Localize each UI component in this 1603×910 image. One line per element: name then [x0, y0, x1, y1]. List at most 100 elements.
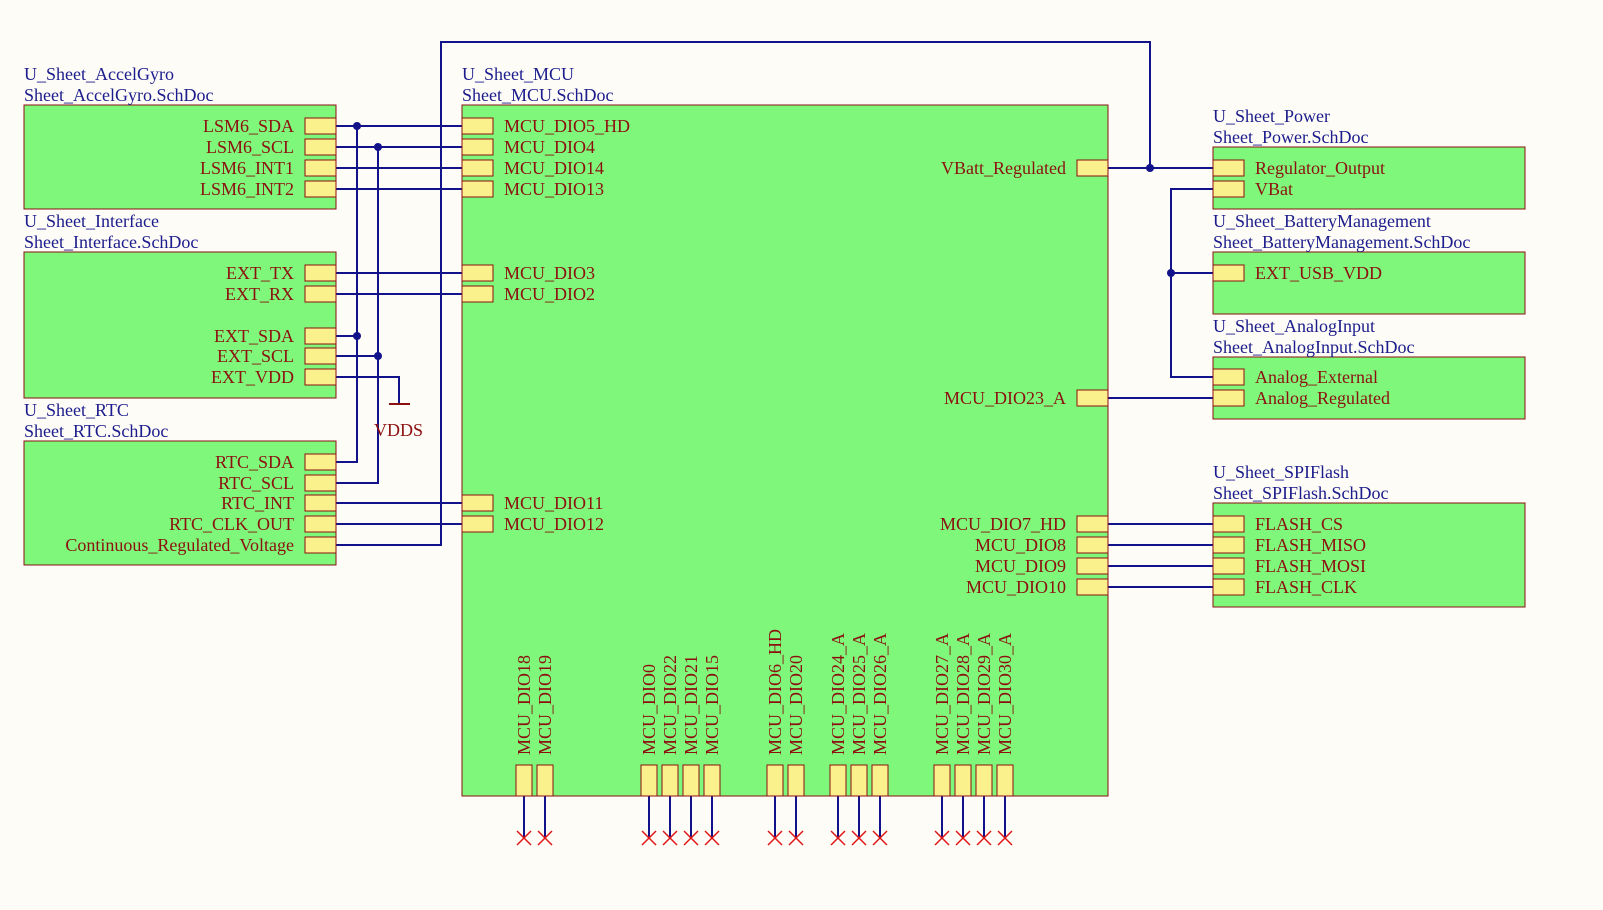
sheet-entry-mcu-dio22[interactable]: MCU_DIO22: [660, 655, 680, 797]
sheet-entry-mcu-dio13[interactable]: MCU_DIO13: [461, 179, 604, 199]
sheet-entry-mcu-dio26-a[interactable]: MCU_DIO26_A: [870, 633, 890, 797]
interface-filename: Sheet_Interface.SchDoc: [24, 232, 198, 252]
junction-vbatt: [1146, 164, 1154, 172]
sheet-entry-mcu-dio21[interactable]: MCU_DIO21: [681, 655, 701, 797]
sheet-entry-label: EXT_USB_VDD: [1255, 263, 1382, 283]
sheet-entry-box: [1212, 389, 1245, 407]
sheet-rtc-body[interactable]: [23, 440, 337, 566]
wire-vbat-net[interactable]: [1170, 188, 1213, 378]
sheet-entry-box: [1212, 264, 1245, 282]
sheet-entry-mcu-dio6-hd[interactable]: MCU_DIO6_HD: [765, 629, 785, 797]
sheet-entry-mcu-dio25-a[interactable]: MCU_DIO25_A: [849, 633, 869, 797]
sheet-entry-box: [1076, 557, 1109, 575]
sheet-entry-box: [703, 764, 721, 797]
wire-i2c-sda-bus[interactable]: [336, 126, 358, 463]
sheet-entry-mcu-dio8[interactable]: MCU_DIO8: [975, 535, 1109, 555]
sheet-entry-box: [304, 474, 337, 492]
sheet-entry-mcu-dio12[interactable]: MCU_DIO12: [461, 514, 604, 534]
sheet-entry-lsm6-int1[interactable]: LSM6_INT1: [200, 158, 337, 178]
sheet-entry-mcu-dio2[interactable]: MCU_DIO2: [461, 284, 595, 304]
power-filename: Sheet_Power.SchDoc: [1213, 127, 1368, 147]
sheet-entry-lsm6-int2[interactable]: LSM6_INT2: [200, 179, 337, 199]
sheet-entry-ext-tx[interactable]: EXT_TX: [226, 263, 337, 283]
sheet-entry-vbat[interactable]: VBat: [1212, 179, 1293, 199]
sheet-entry-label: MCU_DIO13: [504, 179, 604, 199]
sheet-spiflash-body[interactable]: [1212, 502, 1526, 608]
sheet-entry-label: MCU_DIO21: [681, 655, 701, 755]
sheet-entry-label: MCU_DIO0: [639, 664, 659, 755]
sheet-entry-mcu-dio18[interactable]: MCU_DIO18: [514, 655, 534, 797]
wire-i2c-scl-bus[interactable]: [336, 147, 379, 484]
sheet-entry-label: MCU_DIO12: [504, 514, 604, 534]
sheet-entry-box: [933, 764, 951, 797]
sheet-entry-ext-usb-vdd[interactable]: EXT_USB_VDD: [1212, 263, 1382, 283]
vdds-power-port[interactable]: VDDS: [374, 403, 423, 440]
sheet-entry-box: [640, 764, 658, 797]
sheet-entry-rtc-sda[interactable]: RTC_SDA: [215, 452, 337, 472]
sheet-entry-box: [1212, 159, 1245, 177]
sheet-entry-analog-regulated[interactable]: Analog_Regulated: [1212, 388, 1390, 408]
sheet-entry-box: [304, 453, 337, 471]
sheet-entry-mcu-dio7-hd[interactable]: MCU_DIO7_HD: [940, 514, 1109, 534]
sheet-entry-mcu-dio11[interactable]: MCU_DIO11: [461, 493, 603, 513]
sheet-entry-mcu-dio15[interactable]: MCU_DIO15: [702, 655, 722, 797]
wires: [336, 41, 1213, 846]
sheet-entry-mcu-dio14[interactable]: MCU_DIO14: [461, 158, 604, 178]
sheet-entry-lsm6-scl[interactable]: LSM6_SCL: [206, 137, 337, 157]
sheet-entry-flash-clk[interactable]: FLASH_CLK: [1212, 577, 1357, 597]
battery-designator: U_Sheet_BatteryManagement: [1213, 211, 1431, 231]
sheet-entry-rtc-scl[interactable]: RTC_SCL: [218, 473, 337, 493]
sheet-entry-mcu-dio4[interactable]: MCU_DIO4: [461, 137, 595, 157]
sheet-entry-box: [1212, 368, 1245, 386]
sheet-entry-mcu-dio24-a[interactable]: MCU_DIO24_A: [828, 633, 848, 797]
sheet-entry-label: LSM6_INT1: [200, 158, 294, 178]
sheet-entry-mcu-dio23-a[interactable]: MCU_DIO23_A: [944, 388, 1109, 408]
sheet-entry-box: [461, 494, 494, 512]
sheet-entry-label: MCU_DIO25_A: [849, 633, 869, 755]
no-connect-icon: [662, 830, 678, 846]
sheet-entry-box: [461, 264, 494, 282]
sheet-entry-flash-mosi[interactable]: FLASH_MOSI: [1212, 556, 1366, 576]
junction-sda-top: [353, 122, 361, 130]
sheet-entry-analog-external[interactable]: Analog_External: [1212, 367, 1378, 387]
sheet-entry-rtc-clk-out[interactable]: RTC_CLK_OUT: [169, 514, 337, 534]
sheet-entry-vbatt-regulated[interactable]: VBatt_Regulated: [941, 158, 1109, 178]
sheet-entry-mcu-dio0[interactable]: MCU_DIO0: [639, 664, 659, 797]
sheet-entry-mcu-dio10[interactable]: MCU_DIO10: [966, 577, 1109, 597]
sheet-entry-ext-sda[interactable]: EXT_SDA: [214, 326, 337, 346]
sheet-entry-box: [787, 764, 805, 797]
sheet-entry-flash-cs[interactable]: FLASH_CS: [1212, 514, 1343, 534]
sheet-entry-mcu-dio9[interactable]: MCU_DIO9: [975, 556, 1109, 576]
sheet-entry-ext-scl[interactable]: EXT_SCL: [217, 346, 337, 366]
sheet-entry-mcu-dio19[interactable]: MCU_DIO19: [535, 655, 555, 797]
sheet-accelgyro-body[interactable]: [23, 104, 337, 210]
wire-ext-vdd[interactable]: [336, 376, 400, 404]
sheet-entry-label: RTC_SCL: [218, 473, 294, 493]
sheet-power-body[interactable]: [1212, 146, 1526, 210]
sheet-entry-mcu-dio30-a[interactable]: MCU_DIO30_A: [995, 633, 1015, 797]
sheet-interface-body[interactable]: [23, 251, 337, 399]
sheet-entry-continuous-regulated-voltage[interactable]: Continuous_Regulated_Voltage: [65, 535, 337, 555]
no-connect-icon: [641, 830, 657, 846]
sheet-analog-body[interactable]: [1212, 356, 1526, 420]
sheet-entry-mcu-dio20[interactable]: MCU_DIO20: [786, 655, 806, 797]
wire-continuous-regulated-voltage[interactable]: [336, 41, 1151, 546]
sheet-entry-lsm6-sda[interactable]: LSM6_SDA: [203, 116, 337, 136]
sheet-mcu-body[interactable]: [461, 104, 1109, 797]
sheet-entry-mcu-dio3[interactable]: MCU_DIO3: [461, 263, 595, 283]
sheet-entry-regulator-output[interactable]: Regulator_Output: [1212, 158, 1385, 178]
sheet-entry-box: [304, 515, 337, 533]
sheet-entry-label: RTC_CLK_OUT: [169, 514, 294, 534]
sheet-entry-ext-rx[interactable]: EXT_RX: [225, 284, 337, 304]
sheet-entry-label: VBat: [1255, 179, 1293, 199]
sheet-entry-box: [766, 764, 784, 797]
sheet-entry-mcu-dio28-a[interactable]: MCU_DIO28_A: [953, 633, 973, 797]
sheet-entry-box: [1212, 557, 1245, 575]
sheet-entry-mcu-dio29-a[interactable]: MCU_DIO29_A: [974, 633, 994, 797]
sheet-battery-body[interactable]: [1212, 251, 1526, 315]
sheet-entry-flash-miso[interactable]: FLASH_MISO: [1212, 535, 1366, 555]
sheet-entry-mcu-dio27-a[interactable]: MCU_DIO27_A: [932, 633, 952, 797]
sheet-entry-ext-vdd[interactable]: EXT_VDD: [211, 367, 337, 387]
sheet-entry-rtc-int[interactable]: RTC_INT: [221, 493, 337, 513]
sheet-entry-mcu-dio5-hd[interactable]: MCU_DIO5_HD: [461, 116, 630, 136]
